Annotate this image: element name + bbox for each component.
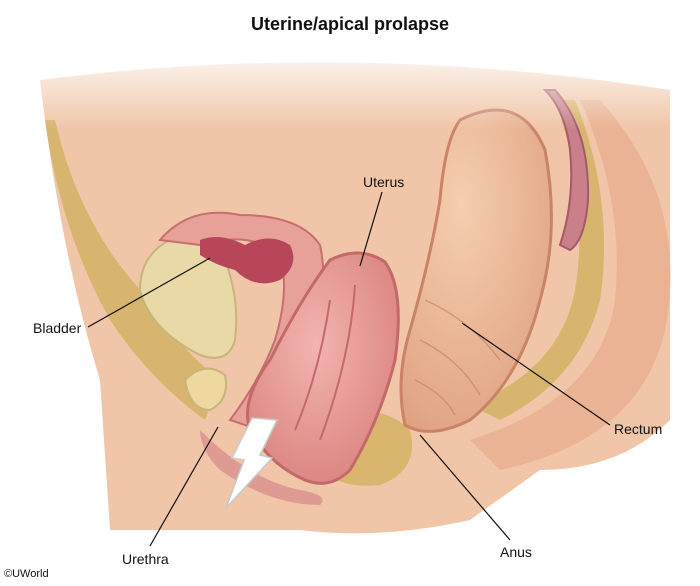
bladder-leader: [87, 257, 211, 328]
label-bladder: Bladder: [33, 320, 82, 336]
label-urethra: Urethra: [122, 551, 169, 567]
uterus-shape: [246, 251, 400, 485]
perineum: [200, 430, 323, 505]
uterus-cavity: [294, 284, 356, 441]
urethra-leader: [149, 426, 219, 547]
prolapse-arrow: [225, 417, 279, 509]
anus-leader: [419, 434, 511, 541]
fat-right: [470, 100, 605, 420]
top-fade: [0, 40, 700, 130]
buttock-skin: [470, 100, 671, 470]
label-rectum: Rectum: [614, 421, 663, 437]
rectum-leader: [461, 322, 611, 426]
pubic-bone: [183, 367, 227, 412]
rectum-fold: [414, 299, 501, 416]
fat-left: [45, 120, 220, 420]
label-anus: Anus: [500, 544, 532, 560]
mucosa: [200, 236, 294, 284]
diagram-title: Uterine/apical prolapse: [250, 14, 450, 34]
copyright-text: ©UWorld: [4, 568, 49, 580]
label-uterus: Uterus: [363, 174, 405, 190]
uterus-leader: [359, 191, 383, 267]
